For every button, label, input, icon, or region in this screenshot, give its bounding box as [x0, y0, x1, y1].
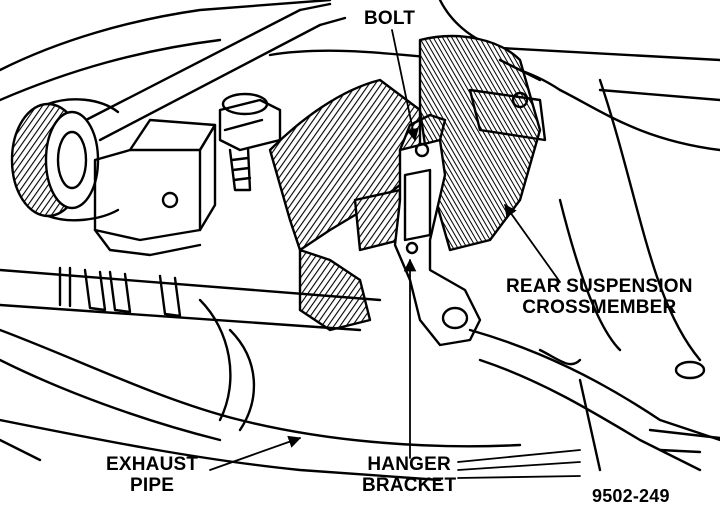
crossmember-body: [268, 34, 547, 332]
hanger-leader-ticks: [457, 449, 581, 479]
left-bracket: [93, 118, 217, 257]
lower-frame: [0, 78, 720, 482]
exhaust-leader: [209, 435, 302, 471]
upper-strut-rod: [84, 2, 347, 142]
hanger-label-line1: HANGER: [367, 454, 451, 475]
figure-number: 9502-249: [592, 486, 670, 506]
exhaust-pipe-part: [0, 266, 522, 448]
left-bushing: [10, 98, 120, 222]
bolt-leader: [391, 29, 419, 142]
crossmember-label-line2: CROSSMEMBER: [522, 297, 677, 318]
rear-suspension-crossmember-label: REAR SUSPENSION CROSSMEMBER: [506, 276, 693, 318]
exhaust-label-line1: EXHAUST: [106, 454, 199, 475]
exhaust-pipe-label: EXHAUST PIPE: [106, 454, 198, 496]
bolt-label: BOLT: [364, 8, 415, 29]
hanger-bracket-label: HANGER BRACKET: [362, 454, 456, 496]
hanger-label-line2: BRACKET: [362, 475, 457, 496]
exhaust-label-line2: PIPE: [130, 475, 175, 496]
crossmember-label-line1: REAR SUSPENSION: [506, 276, 693, 297]
crossmember-leader: [504, 203, 561, 283]
leader-lines: [209, 29, 581, 479]
bolt-label-text: BOLT: [364, 8, 416, 29]
upper-stud-nut: [218, 92, 282, 192]
